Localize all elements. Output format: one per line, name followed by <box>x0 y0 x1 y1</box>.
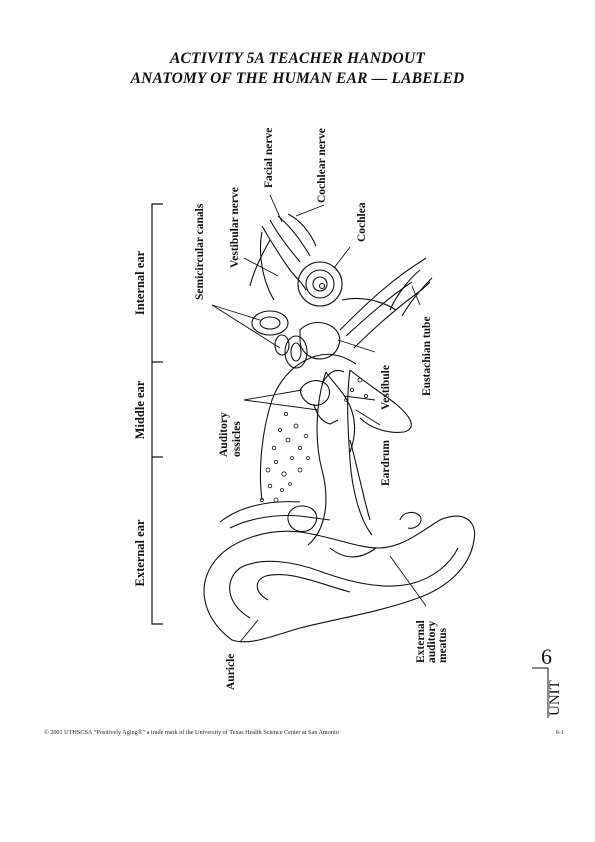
ear-canal-shape <box>307 371 327 546</box>
label-auditory-ossicles-line2: ossicles <box>231 421 243 457</box>
region-middle-ear: Middle ear <box>133 380 147 439</box>
unit-number: 6 <box>541 644 552 669</box>
unit-word: UNIT <box>547 680 563 716</box>
semicircular-canal <box>251 310 289 336</box>
eustachian-tube <box>339 257 427 331</box>
label-semicircular-canals: Semicircular canals <box>194 203 206 300</box>
handout-subtitle: ANATOMY OF THE HUMAN EAR — LABELED <box>130 70 465 87</box>
handout-title: ACTIVITY 5A TEACHER HANDOUT <box>169 50 426 67</box>
label-vestibule: Vestibule <box>380 365 392 410</box>
region-bracket <box>151 203 163 625</box>
cochlea-shape <box>297 261 343 307</box>
ear-drawing <box>203 213 476 643</box>
label-vestibular-nerve: Vestibular nerve <box>229 187 241 268</box>
copyright-footer: © 2001 UTHSCSA “Positively Aging®” a tra… <box>44 729 339 736</box>
auricle-shape <box>203 515 476 643</box>
label-cochlea: Cochlea <box>356 202 368 242</box>
label-cochlear-nerve: Cochlear nerve <box>316 128 328 203</box>
label-eustachian-tube: Eustachian tube <box>421 316 433 396</box>
eardrum-shape <box>325 371 356 453</box>
vestibule-shape <box>299 321 341 360</box>
leader-lines <box>211 194 427 643</box>
page-number: 6-1 <box>555 729 564 736</box>
label-auricle: Auricle <box>225 654 237 690</box>
region-external-ear: External ear <box>133 519 147 586</box>
label-external-meatus-line3: meatus <box>437 627 449 663</box>
unit-tab: 6 UNIT <box>532 644 563 718</box>
label-facial-nerve: Facial nerve <box>263 128 275 188</box>
ossicles-shape <box>299 380 331 406</box>
nerve-bundle <box>261 225 307 291</box>
bone-texture <box>259 377 368 503</box>
label-external-meatus-line1: External <box>415 620 427 663</box>
label-auditory-ossicles-line1: Auditory <box>218 412 230 457</box>
label-external-meatus-line2: auditory <box>426 621 438 663</box>
label-eardrum: Eardrum <box>380 440 392 486</box>
region-internal-ear: Internal ear <box>133 250 147 315</box>
